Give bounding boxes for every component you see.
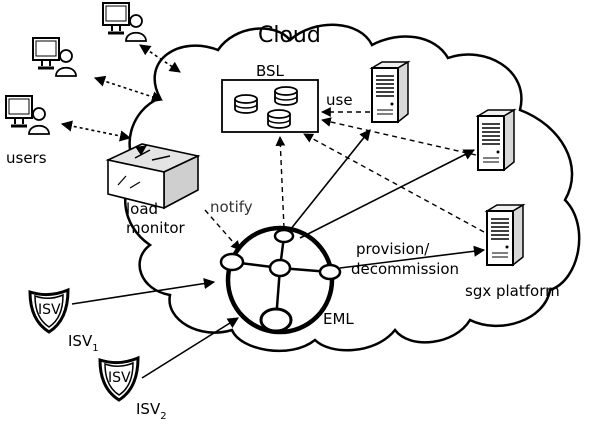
sgx-platform-label: sgx platform: [465, 282, 560, 300]
provision-arrow: [289, 129, 371, 231]
server-icon: [486, 204, 524, 266]
isv2-label: ISV2: [136, 400, 167, 422]
router-icon: [105, 144, 201, 210]
server-icon: [371, 61, 409, 123]
cloud-label: Cloud: [258, 23, 321, 48]
load-monitor-label-line1: load: [126, 200, 158, 218]
server-icon: [477, 109, 515, 171]
provision-arrow: [339, 245, 486, 269]
isv2-shield-label: ISV: [108, 370, 131, 386]
user-workstation-icon: [101, 1, 148, 43]
use-arrow: [303, 133, 485, 233]
provision-label-line1: provision/: [356, 240, 430, 258]
notify-arrow: [204, 209, 241, 251]
bsl-label: BSL: [256, 62, 285, 80]
use-arrow: [321, 117, 477, 156]
notify-label: notify: [210, 198, 253, 216]
cloud-boundary: [124, 23, 581, 353]
isv1-shield-label: ISV: [38, 302, 61, 318]
provision-arrow: [299, 149, 475, 239]
isv2-arrow: [141, 317, 239, 379]
users-label: users: [6, 149, 47, 167]
eml-network-icon: [219, 225, 342, 335]
use-label: use: [326, 91, 353, 109]
database-icon: [274, 86, 298, 106]
load-monitor-label-line2: monitor: [126, 219, 186, 237]
isv1-label: ISV1: [68, 332, 99, 354]
user-workstation-icon: [31, 36, 78, 78]
user-connection-arrow: [93, 75, 164, 103]
eml-bsl-arrow: [275, 136, 286, 229]
user-workstation-icon: [4, 94, 51, 136]
database-icon: [267, 109, 291, 129]
isv1-arrow: [71, 278, 216, 305]
eml-label: EML: [323, 310, 354, 328]
database-icon: [234, 94, 258, 114]
user-connection-arrow: [60, 120, 132, 142]
user-connection-arrow: [139, 44, 181, 73]
provision-label-line2: decommission: [351, 260, 459, 278]
